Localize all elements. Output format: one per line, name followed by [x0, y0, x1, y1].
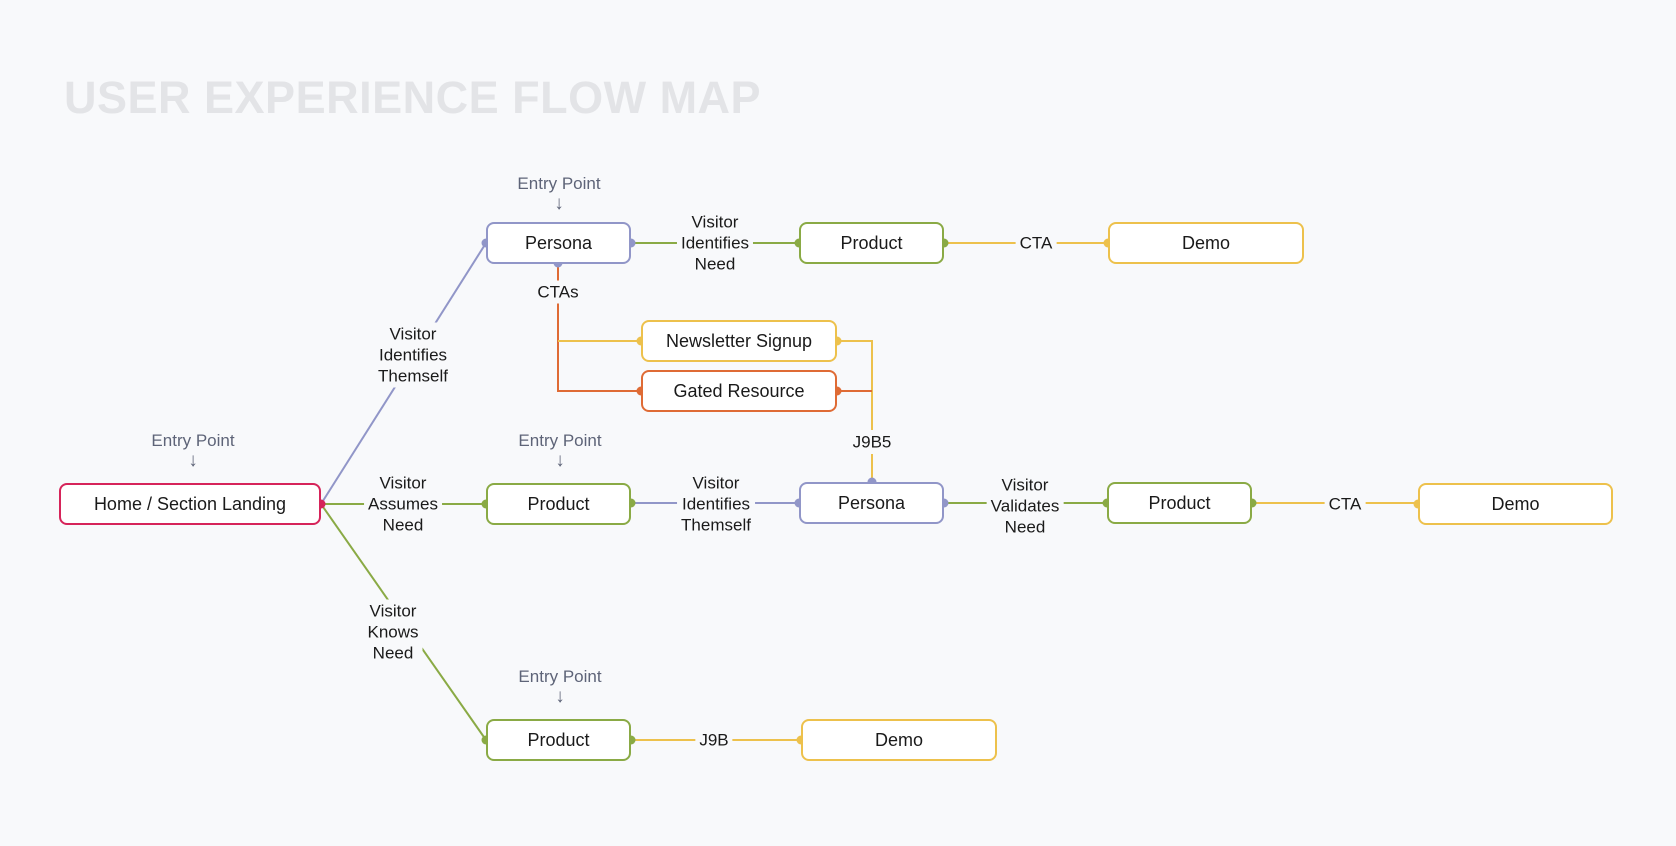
node-product-top[interactable]: Product [799, 222, 944, 264]
label-line: Identifies [378, 345, 448, 365]
edge-label-identifies-need: Visitor Identifies Need [676, 210, 754, 276]
label-line: Identifies [680, 233, 750, 253]
label-line: Visitor [691, 212, 739, 232]
entry-point-product-bottom: Entry Point ↓ [518, 666, 601, 706]
entry-point-product-mid: Entry Point ↓ [518, 430, 601, 470]
edge-label-cta-mid: CTA [1324, 492, 1366, 516]
node-newsletter-signup[interactable]: Newsletter Signup [641, 320, 837, 362]
label-line: Visitor [369, 601, 417, 621]
entry-point-home: Entry Point ↓ [151, 430, 234, 470]
label-line: Themself [681, 515, 751, 535]
node-demo-mid[interactable]: Demo [1418, 483, 1613, 525]
entry-point-label: Entry Point [517, 174, 601, 193]
label-line: Visitor [379, 473, 427, 493]
label-line: Validates [990, 496, 1060, 516]
edge-label-cta-top: CTA [1015, 231, 1057, 255]
node-product-mid-2[interactable]: Product [1107, 482, 1252, 524]
label-line: CTA [1328, 494, 1362, 514]
label-line: Need [694, 254, 736, 274]
edge-label-j9b5: J9B5 [848, 430, 896, 454]
label-line: Need [372, 643, 414, 663]
node-demo-bottom[interactable]: Demo [801, 719, 997, 761]
label-line: J9B [699, 730, 729, 750]
edge-label-validates-need: Visitor Validates Need [986, 473, 1064, 539]
node-persona-top[interactable]: Persona [486, 222, 631, 264]
node-persona-mid[interactable]: Persona [799, 482, 944, 524]
label-line: Visitor [389, 324, 437, 344]
edge-label-ctas: CTAs [533, 280, 583, 304]
edge-label-identifies-themself-2: Visitor Identifies Themself [677, 471, 755, 537]
node-product-mid[interactable]: Product [486, 483, 631, 525]
entry-point-label: Entry Point [518, 431, 602, 450]
down-arrow-icon: ↓ [555, 450, 565, 471]
down-arrow-icon: ↓ [188, 450, 198, 471]
entry-point-persona: Entry Point ↓ [517, 173, 600, 213]
edge-ctas-to-gated [557, 302, 641, 392]
node-product-bottom[interactable]: Product [486, 719, 631, 761]
label-line: Themself [378, 366, 448, 386]
node-demo-top[interactable]: Demo [1108, 222, 1304, 264]
label-line: Visitor [692, 473, 740, 493]
down-arrow-icon: ↓ [554, 193, 564, 214]
page-title: USER EXPERIENCE FLOW MAP [64, 72, 762, 123]
edge-label-knows-need: Visitor Knows Need [363, 599, 423, 665]
edge-label-j9b: J9B [695, 728, 733, 752]
entry-point-label: Entry Point [518, 667, 602, 686]
edge-newsletter-j9b5 [837, 340, 873, 430]
label-line: Identifies [681, 494, 751, 514]
node-gated-resource[interactable]: Gated Resource [641, 370, 837, 412]
down-arrow-icon: ↓ [555, 686, 565, 707]
label-line: Need [1004, 517, 1046, 537]
edge-label-assumes-need: Visitor Assumes Need [364, 471, 442, 537]
label-line: Visitor [1001, 475, 1049, 495]
entry-point-label: Entry Point [151, 431, 235, 450]
edge-label-identifies-themself: Visitor Identifies Themself [374, 322, 452, 388]
label-line: CTA [1019, 233, 1053, 253]
label-line: Need [382, 515, 424, 535]
node-home-section-landing[interactable]: Home / Section Landing [59, 483, 321, 525]
label-line: Knows [367, 622, 419, 642]
label-line: Assumes [368, 494, 438, 514]
label-line: CTAs [537, 282, 579, 302]
label-line: J9B5 [852, 432, 892, 452]
